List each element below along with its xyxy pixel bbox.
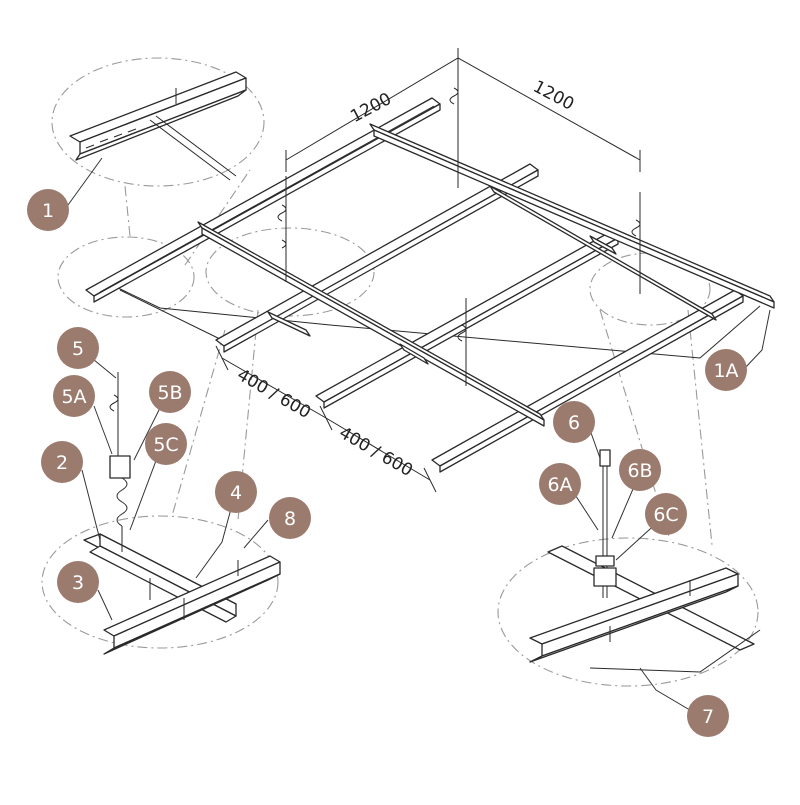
cross-tee xyxy=(197,221,545,427)
ceiling-panel-edge xyxy=(119,289,223,341)
hanger-rod xyxy=(457,298,467,386)
main-runner xyxy=(431,289,744,473)
detail-circle-1 xyxy=(51,57,265,187)
callout-8: 8 xyxy=(269,497,311,539)
detail-circle-left xyxy=(41,515,279,649)
callout-7: 7 xyxy=(687,695,729,737)
hanger-clip xyxy=(109,455,131,479)
leader-lines xyxy=(67,157,771,717)
hanger-rod xyxy=(449,60,459,188)
detail-1-closeup xyxy=(69,71,247,181)
dimension-label-top-left: 1200 xyxy=(347,89,395,127)
svg-text:4: 4 xyxy=(230,482,242,504)
callout-1: 1 xyxy=(27,189,69,231)
main-runner xyxy=(85,97,441,303)
ceiling-panel-edge xyxy=(115,286,761,359)
svg-text:8: 8 xyxy=(284,508,296,530)
svg-text:6A: 6A xyxy=(547,474,572,496)
connector-dash xyxy=(124,185,131,237)
dimension-label-top-right: 1200 xyxy=(530,77,578,115)
svg-text:5B: 5B xyxy=(157,382,182,404)
callout-6a: 6A xyxy=(539,463,581,505)
main-runner xyxy=(315,231,619,409)
callout-6c: 6C xyxy=(645,493,687,535)
svg-text:2: 2 xyxy=(56,452,68,474)
main-runner xyxy=(215,163,539,353)
svg-text:5C: 5C xyxy=(153,434,178,456)
dimension-lines xyxy=(215,48,641,493)
cross-tee xyxy=(489,185,717,321)
detail-circle-1-origin xyxy=(57,236,195,318)
connector-dash xyxy=(171,329,226,517)
hanger-rod xyxy=(631,192,641,294)
callout-badges: 1 1A 2 3 4 5 5A 5B xyxy=(27,189,747,737)
dimension-label-bottom-first: 400 / 600 xyxy=(234,365,315,423)
svg-text:6B: 6B xyxy=(627,460,652,482)
detail-circle-right xyxy=(497,537,759,687)
cross-tee xyxy=(267,235,617,365)
callout-6b: 6B xyxy=(619,449,661,491)
svg-text:6: 6 xyxy=(568,412,580,434)
svg-text:5A: 5A xyxy=(61,386,86,408)
callout-4: 4 xyxy=(215,471,257,513)
detail-circle-hanger-origin xyxy=(205,227,375,317)
svg-text:3: 3 xyxy=(72,572,84,594)
svg-text:7: 7 xyxy=(702,706,714,728)
callout-2: 2 xyxy=(41,441,83,483)
svg-text:1: 1 xyxy=(42,200,54,222)
connector-dash xyxy=(687,309,713,546)
main-grid: 1200 1200 400 / 600 400 / 600 xyxy=(85,48,775,493)
callout-5b: 5B xyxy=(149,371,191,413)
svg-text:6C: 6C xyxy=(653,504,678,526)
svg-text:1A: 1A xyxy=(713,360,738,382)
dimension-label-bottom-second: 400 / 600 xyxy=(336,423,417,481)
callout-5a: 5A xyxy=(53,375,95,417)
detail-right-closeup xyxy=(529,449,761,673)
callout-5c: 5C xyxy=(145,423,187,465)
callout-6: 6 xyxy=(553,401,595,443)
detail-left-closeup xyxy=(83,372,281,655)
connector-dash xyxy=(184,169,251,266)
callout-3: 3 xyxy=(57,561,99,603)
svg-text:5: 5 xyxy=(72,338,84,360)
callout-1a: 1A xyxy=(705,349,747,391)
cross-tee xyxy=(369,123,775,309)
hanger-rod xyxy=(277,176,287,282)
callout-5: 5 xyxy=(57,327,99,369)
